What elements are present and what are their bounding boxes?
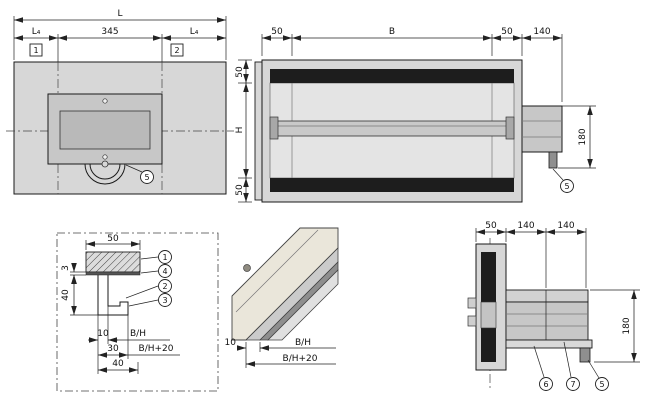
position-box-1: 1 <box>29 43 43 57</box>
svg-text:6: 6 <box>543 380 548 389</box>
dim-50-top-right: 50 <box>501 27 513 37</box>
callout-5: 5 <box>552 168 574 193</box>
svg-text:3: 3 <box>162 296 167 305</box>
frame-front-face <box>267 269 339 341</box>
dim-50-left-top: 50 <box>235 66 245 78</box>
callout-7: 7 <box>563 341 580 391</box>
seal-band-bottom <box>481 328 496 362</box>
dim-3: 3 <box>61 265 71 271</box>
svg-text:5: 5 <box>144 173 149 182</box>
dim-140-b: 140 <box>557 221 574 231</box>
actuator-mount <box>505 289 593 363</box>
profile-dimensions: 50 3 40 10 B/H 30 B/H+20 40 <box>61 234 180 374</box>
svg-text:2: 2 <box>162 282 167 291</box>
front-view: 50 B 50 140 50 H 50 180 5 <box>235 27 596 203</box>
dim-BH: B/H <box>295 338 311 348</box>
dim-140-a: 140 <box>517 221 534 231</box>
callout-5: 5 <box>587 359 609 391</box>
front-view-dimensions: 50 B 50 140 50 H 50 180 <box>235 27 596 203</box>
blade-bearing <box>505 116 515 140</box>
dim-140: 140 <box>533 27 550 37</box>
svg-text:7: 7 <box>570 380 575 389</box>
callout-6: 6 <box>533 345 553 391</box>
dim-50-top-left: 50 <box>271 27 283 37</box>
handle <box>84 160 126 185</box>
left-flange <box>254 61 263 201</box>
detail-border <box>56 232 219 392</box>
dim-B: B <box>389 27 395 37</box>
screw-icon <box>102 154 108 160</box>
svg-text:5: 5 <box>599 380 604 389</box>
svg-text:1: 1 <box>162 253 167 262</box>
dim-H: H <box>235 127 245 134</box>
dim-BH: B/H <box>130 329 146 339</box>
screw-icon <box>102 98 108 104</box>
actuator-attachment <box>521 105 563 169</box>
actuator-assembly <box>47 93 163 185</box>
blade-tab <box>467 297 477 309</box>
actuator-block <box>505 301 589 341</box>
corner-dimensions: 10 B/H B/H+20 <box>225 338 336 368</box>
callout-1: 1 <box>140 250 172 264</box>
dim-345: 345 <box>101 27 118 37</box>
dim-30: 30 <box>107 344 119 354</box>
blade-tab <box>467 315 477 327</box>
fixing-hole <box>243 264 251 272</box>
seal-band-top <box>481 252 496 302</box>
mount-section-view: 50 140 140 180 6 7 5 <box>467 221 640 391</box>
mounting-foot <box>579 347 591 363</box>
side-view-dimensions: L L₄ 345 L₄ <box>13 9 227 62</box>
corner-detail-view: 10 B/H B/H+20 <box>225 227 339 368</box>
dim-180: 180 <box>622 317 632 334</box>
handle-pivot <box>101 160 109 168</box>
svg-text:5: 5 <box>564 182 569 191</box>
dim-50-left-bottom: 50 <box>235 184 245 196</box>
dim-40-bottom: 40 <box>112 359 124 369</box>
position-box-2: 2 <box>170 43 184 57</box>
callout-4: 4 <box>140 264 172 278</box>
blade <box>269 116 515 140</box>
top-seal-band <box>270 69 514 83</box>
dim-BH20: B/H+20 <box>283 354 318 364</box>
dim-L: L <box>117 9 122 19</box>
blade-bearing <box>269 116 279 140</box>
actuator-inner <box>59 110 151 150</box>
svg-text:1: 1 <box>33 46 38 55</box>
channel-profile <box>97 275 129 316</box>
mounting-foot <box>548 151 558 169</box>
svg-text:4: 4 <box>162 267 167 276</box>
mount-plate-top <box>505 289 589 303</box>
dim-L4-right: L₄ <box>190 27 199 37</box>
dim-10: 10 <box>225 338 237 348</box>
callout-3: 3 <box>128 293 172 307</box>
svg-text:2: 2 <box>174 46 179 55</box>
side-view: L L₄ 345 L₄ 1 2 5 <box>6 9 234 195</box>
profile-detail-view: 50 3 40 10 B/H 30 B/H+20 40 <box>56 232 219 392</box>
dim-50: 50 <box>485 221 497 231</box>
dim-50: 50 <box>107 234 119 244</box>
mount-dimensions: 50 140 140 180 <box>475 221 640 363</box>
dim-L4-left: L₄ <box>32 27 41 37</box>
gasket-strip <box>85 271 141 276</box>
dim-10: 10 <box>97 329 109 339</box>
dim-BH20: B/H+20 <box>139 344 174 354</box>
mount-plate-bottom <box>505 339 593 349</box>
bottom-seal-band <box>270 178 514 192</box>
dim-40-side: 40 <box>61 289 71 301</box>
dim-180: 180 <box>578 128 588 145</box>
callout-2: 2 <box>125 279 172 299</box>
shaft-zone <box>480 301 497 329</box>
callout-5: 5 <box>125 164 154 184</box>
insulation-board <box>85 251 141 273</box>
